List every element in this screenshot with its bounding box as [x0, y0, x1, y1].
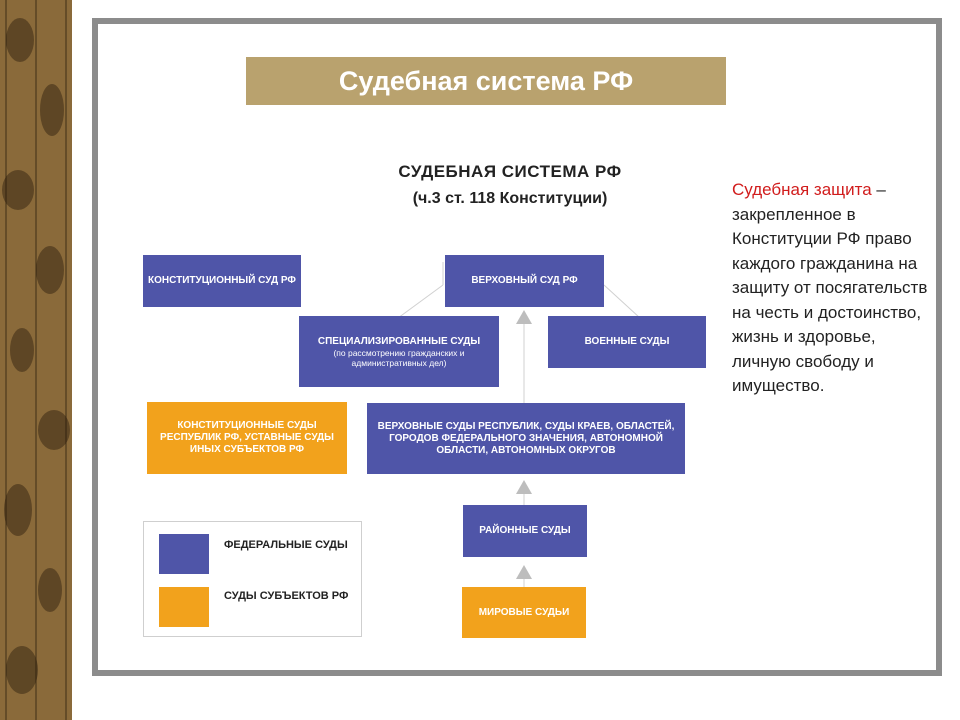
legend-label-subjects: СУДЫ СУБЪЕКТОВ РФ — [224, 590, 349, 602]
decorative-border-strip — [0, 0, 72, 720]
diagram-heading: СУДЕБНАЯ СИСТЕМА РФ — [398, 162, 622, 181]
legend-swatch-subjects — [159, 587, 209, 627]
legend-label-federal: ФЕДЕРАЛЬНЫЕ СУДЫ — [224, 539, 348, 551]
judicial-protection-note: Судебная защита – закрепленное в Констит… — [732, 178, 932, 399]
note-term: Судебная защита — [732, 180, 872, 199]
slide-frame — [92, 18, 942, 676]
note-definition: – закрепленное в Конституции РФ право ка… — [732, 180, 928, 395]
legend-swatch-federal — [159, 534, 209, 574]
box-supreme-court: ВЕРХОВНЫЙ СУД РФ — [445, 255, 604, 307]
box-military-courts: ВОЕННЫЕ СУДЫ — [548, 316, 706, 368]
box-constitutional-court: КОНСТИТУЦИОННЫЙ СУД РФ — [143, 255, 301, 307]
slide-title: Судебная система РФ — [246, 57, 726, 105]
box-magistrate-judges: МИРОВЫЕ СУДЬИ — [462, 587, 586, 638]
diagram-subheading: (ч.3 ст. 118 Конституции) — [412, 190, 608, 207]
box-regional-supreme-courts: ВЕРХОВНЫЕ СУДЫ РЕСПУБЛИК, СУДЫ КРАЕВ, ОБ… — [367, 403, 685, 474]
specialized-courts-note: (по рассмотрению гражданских и администр… — [333, 347, 465, 368]
diagram-legend: ФЕДЕРАЛЬНЫЕ СУДЫ СУДЫ СУБЪЕКТОВ РФ — [143, 521, 362, 637]
box-specialized-courts: СПЕЦИАЛИЗИРОВАННЫЕ СУДЫ (по рассмотрению… — [299, 316, 499, 387]
box-regional-constitutional-courts: КОНСТИТУЦИОННЫЕ СУДЫ РЕСПУБЛИК РФ, УСТАВ… — [147, 402, 347, 474]
box-district-courts: РАЙОННЫЕ СУДЫ — [463, 505, 587, 557]
